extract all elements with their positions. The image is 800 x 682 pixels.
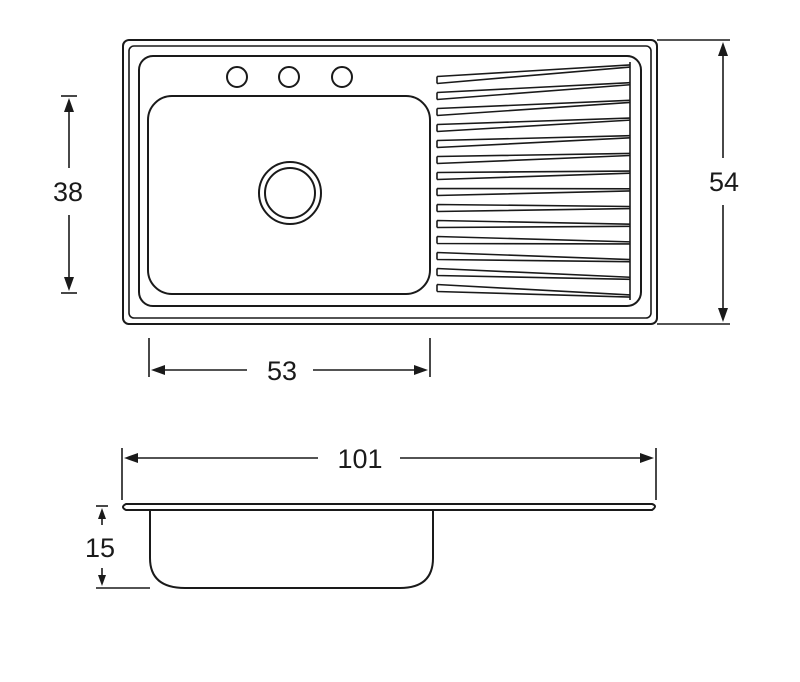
drainer-groove <box>436 187 631 197</box>
arrowhead-down <box>64 277 74 291</box>
drainer-groove <box>436 267 631 281</box>
drainer-groove <box>436 203 631 213</box>
dimension-bowl-width: 53 <box>148 338 431 386</box>
sink-bowl-profile <box>149 510 434 589</box>
tap-hole-left <box>226 66 248 88</box>
drainer-groove <box>436 99 631 117</box>
arrowhead-left <box>124 453 138 463</box>
dimension-label-54: 54 <box>709 167 739 197</box>
drainer-groove <box>436 251 631 263</box>
dimension-overall-width: 101 <box>121 444 657 500</box>
dimension-overall-depth: 54 <box>657 39 739 325</box>
drain-outer-ring <box>258 161 322 225</box>
drainer-board <box>436 62 631 300</box>
drain-inner-ring <box>264 167 316 219</box>
drainer-groove <box>436 117 631 133</box>
drainer-groove <box>436 170 631 181</box>
sink-inner-rim <box>128 45 652 319</box>
drainer-groove <box>436 235 631 245</box>
sink-bowl-outline <box>147 95 431 295</box>
arrowhead-up <box>98 508 106 519</box>
dimension-bowl-height: 38 <box>53 95 83 294</box>
drainer-groove <box>436 219 631 229</box>
arrowhead-up <box>64 98 74 112</box>
dimension-label-53: 53 <box>267 356 297 386</box>
arrowhead-left <box>151 365 165 375</box>
drainer-groove <box>436 64 631 85</box>
arrowhead-down <box>718 308 728 322</box>
sink-top-view <box>122 39 658 325</box>
sink-rim-profile <box>122 503 656 511</box>
arrowhead-right <box>414 365 428 375</box>
dimension-label-38: 38 <box>53 177 83 207</box>
tap-hole-center <box>278 66 300 88</box>
sink-deck-edge <box>138 55 642 307</box>
drainer-groove <box>436 152 631 165</box>
drainer-groove <box>436 134 631 149</box>
tap-hole-right <box>331 66 353 88</box>
drainer-groove <box>436 81 631 101</box>
drainer-groove <box>436 283 631 298</box>
arrowhead-right <box>640 453 654 463</box>
dimension-label-101: 101 <box>337 444 382 474</box>
sink-outer-rim <box>122 39 658 325</box>
arrowhead-up <box>718 42 728 56</box>
dimension-bowl-depth: 15 <box>85 505 150 589</box>
sink-side-view <box>122 503 656 589</box>
dimension-label-15: 15 <box>85 533 115 563</box>
arrowhead-down <box>98 575 106 586</box>
